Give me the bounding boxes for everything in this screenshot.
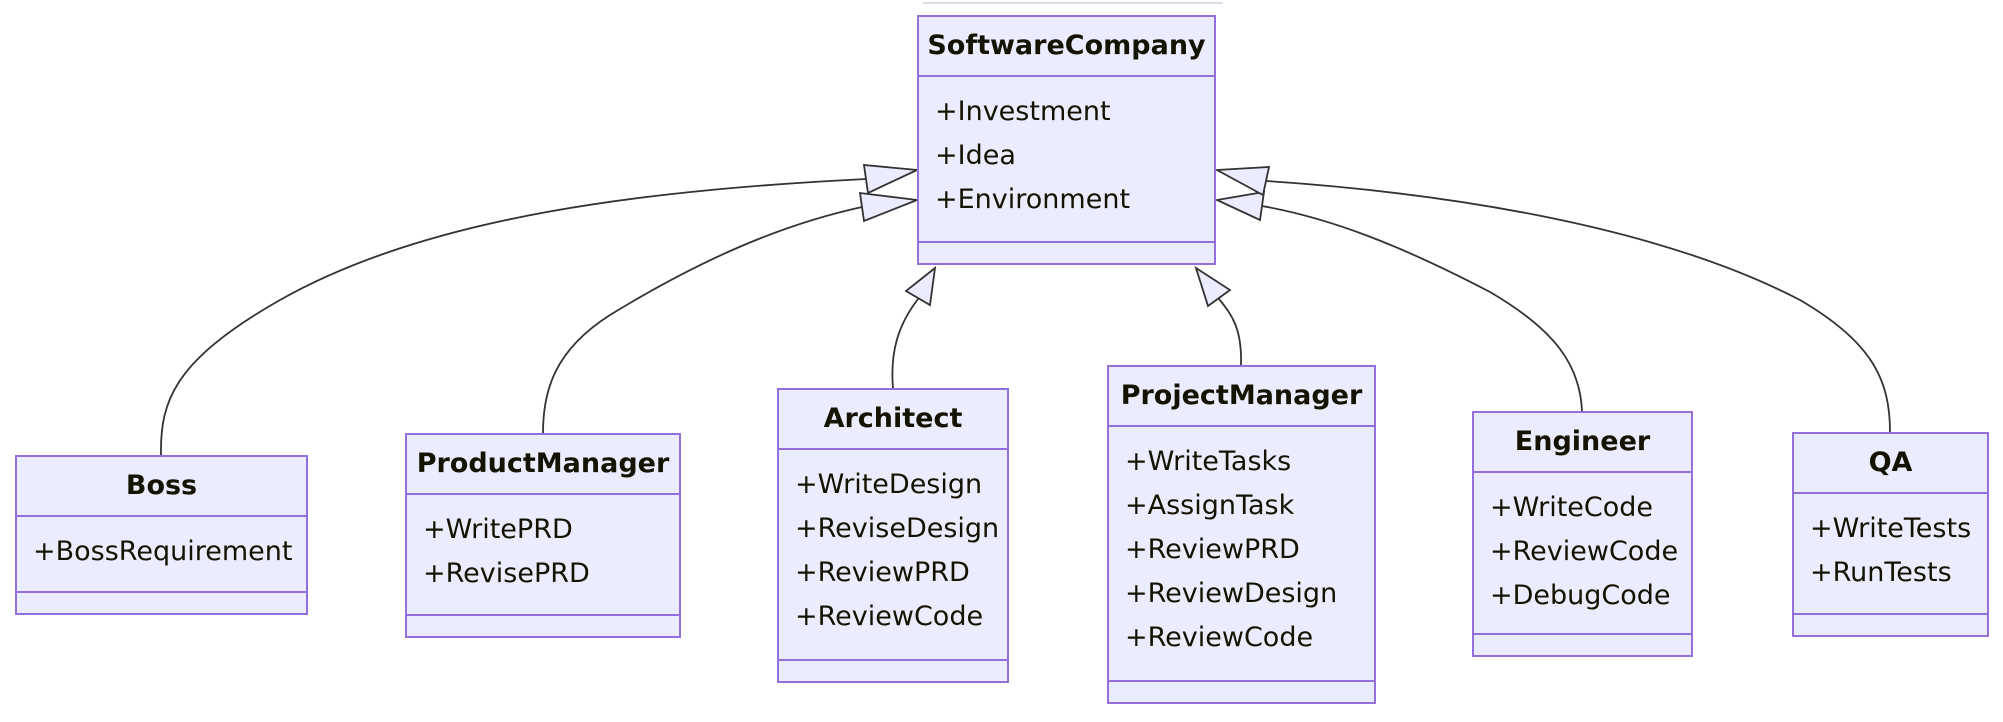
class-member: +AssignTask xyxy=(1125,490,1295,521)
class-member: +WriteTasks xyxy=(1125,446,1292,477)
inheritance-arrowhead-productmanager xyxy=(858,191,918,223)
class-member: +Environment xyxy=(935,184,1131,215)
class-member: +ReviewCode xyxy=(1125,622,1314,653)
class-member: +WriteTests xyxy=(1810,513,1972,544)
inheritance-arrowhead-engineer xyxy=(1214,190,1266,222)
class-methods-empty xyxy=(1794,613,1987,635)
edge-boss-inherits-softwarecompany xyxy=(160,178,867,456)
class-box-qa: QA +WriteTests +RunTests xyxy=(1792,432,1989,637)
class-methods-empty xyxy=(1474,633,1691,655)
inheritance-arrowhead-qa xyxy=(1213,166,1271,197)
class-member: +ReviewDesign xyxy=(1125,578,1338,609)
class-box-productmanager: ProductManager +WritePRD +RevisePRD xyxy=(405,433,681,638)
class-methods-empty xyxy=(1109,680,1374,702)
class-member: +WriteDesign xyxy=(795,469,983,500)
inheritance-arrowhead-projectmanager xyxy=(1194,265,1232,308)
class-title: Architect xyxy=(779,390,1007,450)
class-title: SoftwareCompany xyxy=(919,17,1214,77)
class-member: +ReviewPRD xyxy=(795,557,970,588)
class-methods-empty xyxy=(17,591,306,613)
class-members: +BossRequirement xyxy=(17,517,306,591)
edge-engineer-inherits-softwarecompany xyxy=(1261,205,1583,412)
class-member: +RevisePRD xyxy=(423,558,590,589)
class-title: Boss xyxy=(17,457,306,517)
class-box-architect: Architect +WriteDesign +ReviseDesign +Re… xyxy=(777,388,1009,683)
class-methods-empty xyxy=(779,659,1007,681)
class-members: +WriteTests +RunTests xyxy=(1794,494,1987,613)
class-box-softwarecompany: SoftwareCompany +Investment +Idea +Envir… xyxy=(917,15,1216,265)
inheritance-arrowhead-boss xyxy=(862,163,921,195)
class-box-engineer: Engineer +WriteCode +ReviewCode +DebugCo… xyxy=(1472,411,1693,657)
class-methods-empty xyxy=(919,241,1214,263)
edge-qa-inherits-softwarecompany xyxy=(1265,180,1891,433)
class-member: +WriteCode xyxy=(1490,492,1654,523)
class-member: +Investment xyxy=(935,96,1111,127)
inheritance-arrowhead-architect xyxy=(904,265,937,307)
class-member: +ReviewCode xyxy=(795,601,984,632)
top-edge-line xyxy=(923,2,1223,4)
edge-projectmanager-inherits-softwarecompany xyxy=(1218,298,1242,366)
class-box-projectmanager: ProjectManager +WriteTasks +AssignTask +… xyxy=(1107,365,1376,704)
class-methods-empty xyxy=(407,614,679,636)
class-members: +WriteDesign +ReviseDesign +ReviewPRD +R… xyxy=(779,450,1007,659)
class-member: +Idea xyxy=(935,140,1016,171)
class-member: +DebugCode xyxy=(1490,580,1671,611)
class-members: +WriteCode +ReviewCode +DebugCode xyxy=(1474,473,1691,633)
class-title: QA xyxy=(1794,434,1987,494)
class-title: ProjectManager xyxy=(1109,367,1374,427)
class-member: +ReviewCode xyxy=(1490,536,1679,567)
class-member: +BossRequirement xyxy=(33,536,293,567)
class-member: +ReviewPRD xyxy=(1125,534,1300,565)
class-title: Engineer xyxy=(1474,413,1691,473)
class-member: +ReviseDesign xyxy=(795,513,1000,544)
class-member: +WritePRD xyxy=(423,514,573,545)
class-members: +WriteTasks +AssignTask +ReviewPRD +Revi… xyxy=(1109,427,1374,680)
class-box-boss: Boss +BossRequirement xyxy=(15,455,308,615)
class-member: +RunTests xyxy=(1810,557,1952,588)
edge-architect-inherits-softwarecompany xyxy=(891,298,919,389)
class-members: +WritePRD +RevisePRD xyxy=(407,495,679,614)
class-members: +Investment +Idea +Environment xyxy=(919,77,1214,241)
edge-productmanager-inherits-softwarecompany xyxy=(542,206,863,434)
class-title: ProductManager xyxy=(407,435,679,495)
